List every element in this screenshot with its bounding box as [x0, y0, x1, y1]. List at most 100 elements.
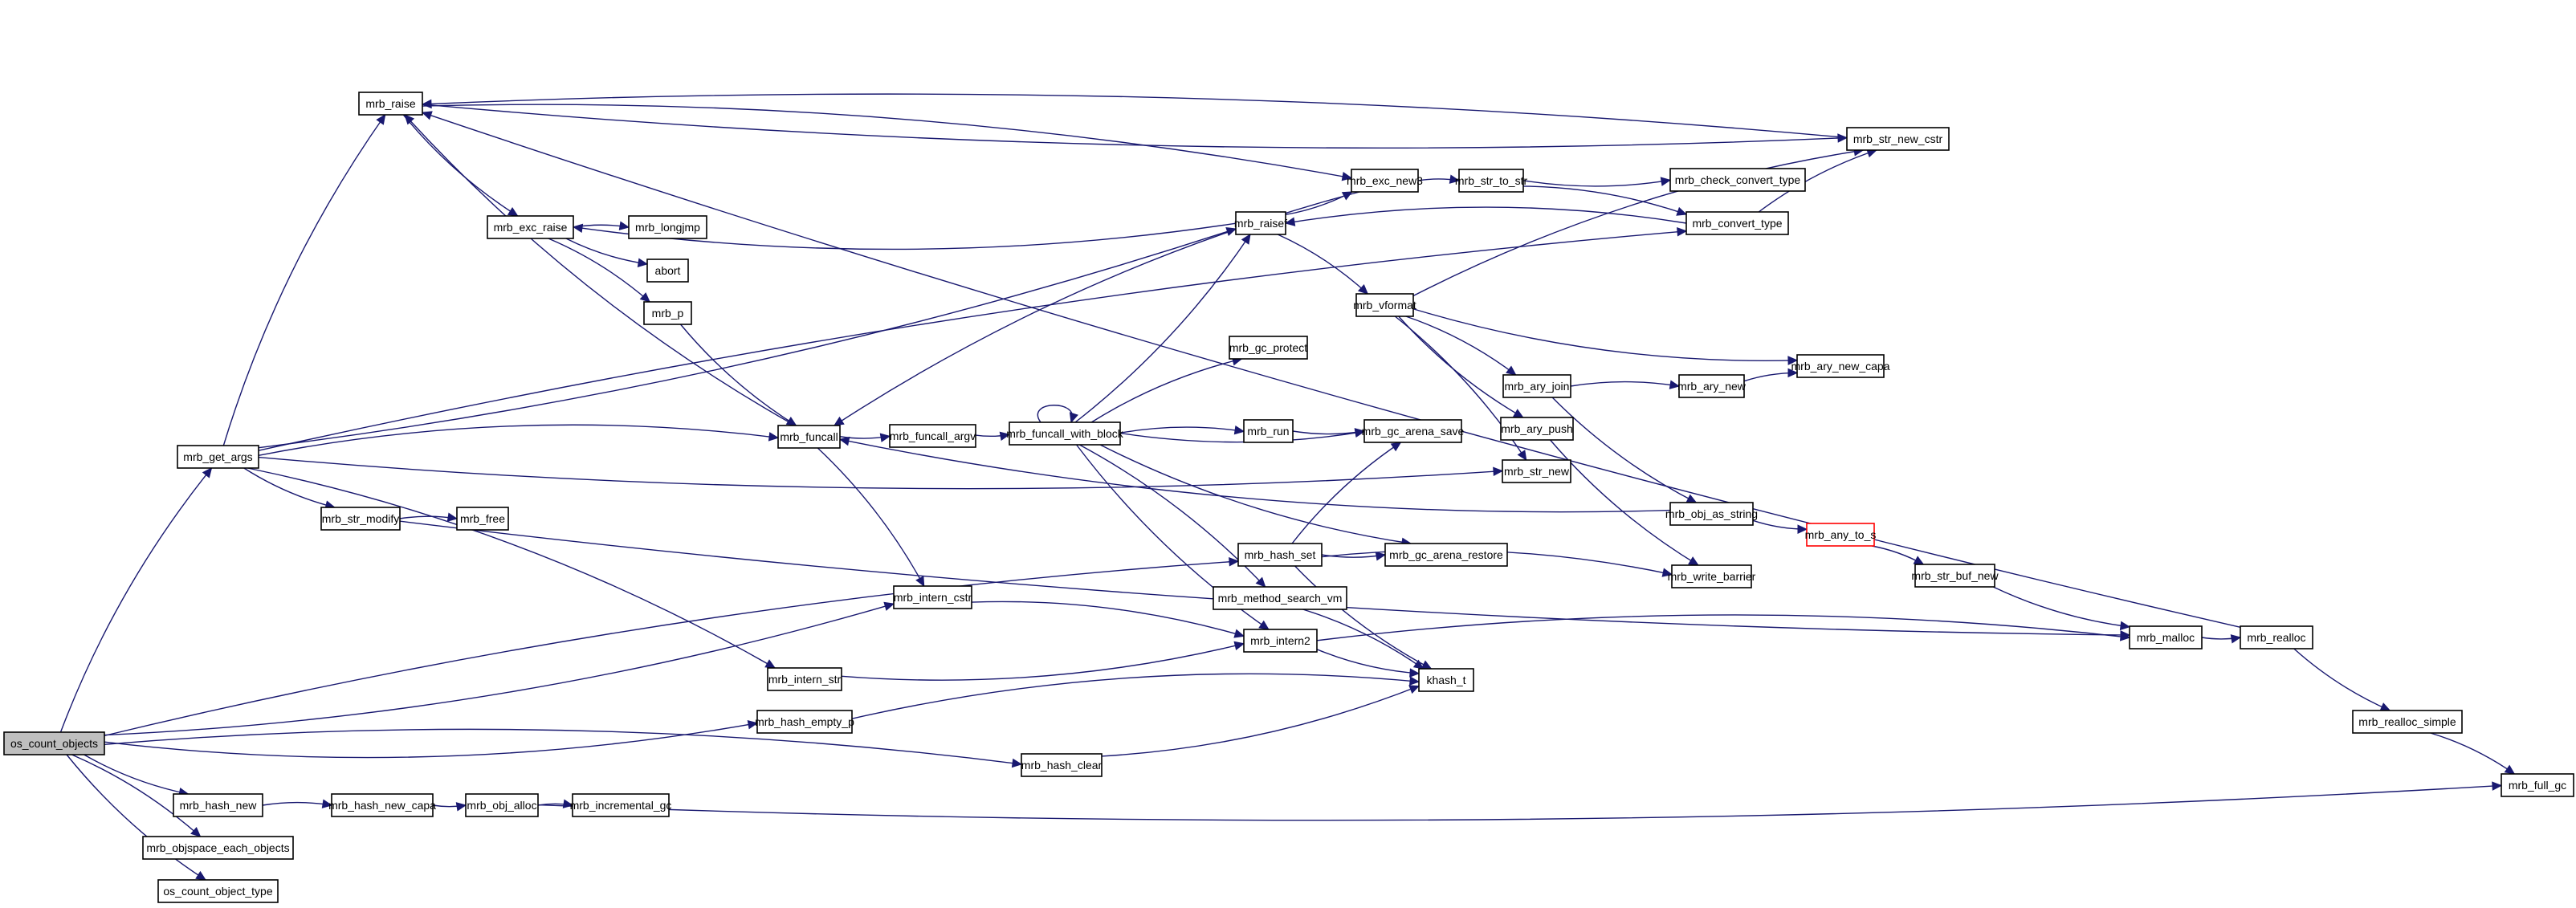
- node-box[interactable]: [1363, 419, 1462, 443]
- node-box[interactable]: [465, 793, 539, 817]
- node-box[interactable]: [1502, 459, 1571, 483]
- node-box[interactable]: [142, 836, 294, 860]
- node-box[interactable]: [1669, 168, 1806, 192]
- node-box[interactable]: [358, 92, 423, 116]
- node-mrb-check-convert-type[interactable]: mrb_check_convert_type: [1669, 168, 1806, 192]
- node-box[interactable]: [1678, 374, 1745, 398]
- node-mrb-gc-arena-save[interactable]: mrb_gc_arena_save: [1362, 419, 1465, 443]
- node-box[interactable]: [1213, 586, 1347, 610]
- node-box[interactable]: [177, 445, 259, 469]
- node-mrb-any-to-s[interactable]: mrb_any_to_s: [1805, 523, 1877, 547]
- node-box[interactable]: [1237, 543, 1323, 567]
- node-box[interactable]: [3, 731, 105, 755]
- node-box[interactable]: [320, 507, 401, 531]
- node-mrb-funcall-argv[interactable]: mrb_funcall_argv: [889, 424, 976, 448]
- node-box[interactable]: [157, 879, 279, 903]
- node-mrb-str-buf-new[interactable]: mrb_str_buf_new: [1911, 564, 1999, 588]
- node-mrb-obj-as-string[interactable]: mrb_obj_as_string: [1665, 502, 1758, 526]
- node-box[interactable]: [2240, 625, 2313, 649]
- node-mrb-raisef[interactable]: mrb_raisef: [1234, 211, 1287, 235]
- node-box[interactable]: [1458, 169, 1524, 193]
- node-mrb-objspace-each-objects[interactable]: mrb_objspace_each_objects: [142, 836, 294, 860]
- node-mrb-method-search-vm[interactable]: mrb_method_search_vm: [1213, 586, 1347, 610]
- node-box[interactable]: [1351, 169, 1419, 193]
- node-mrb-p[interactable]: mrb_p: [643, 301, 692, 325]
- node-mrb-incremental-gc[interactable]: mrb_incremental_gc: [570, 793, 672, 817]
- node-box[interactable]: [1500, 417, 1574, 441]
- node-box[interactable]: [331, 793, 434, 817]
- node-mrb-longjmp[interactable]: mrb_longjmp: [628, 215, 707, 239]
- node-box[interactable]: [1671, 564, 1752, 588]
- node-mrb-hash-new-capa[interactable]: mrb_hash_new_capa: [328, 793, 436, 817]
- node-mrb-realloc-simple[interactable]: mrb_realloc_simple: [2352, 710, 2463, 734]
- node-box[interactable]: [1021, 753, 1103, 777]
- node-mrb-hash-set[interactable]: mrb_hash_set: [1237, 543, 1323, 567]
- node-mrb-intern2[interactable]: mrb_intern2: [1243, 629, 1318, 653]
- node-mrb-hash-new[interactable]: mrb_hash_new: [173, 793, 263, 817]
- node-mrb-exc-new3[interactable]: mrb_exc_new3: [1347, 169, 1423, 193]
- node-mrb-ary-join[interactable]: mrb_ary_join: [1502, 374, 1571, 398]
- node-box[interactable]: [1806, 523, 1875, 547]
- node-box[interactable]: [889, 424, 976, 448]
- node-mrb-vformat[interactable]: mrb_vformat: [1353, 293, 1416, 317]
- node-box[interactable]: [1243, 419, 1294, 443]
- node-box[interactable]: [1914, 564, 1995, 588]
- node-mrb-malloc[interactable]: mrb_malloc: [2129, 625, 2203, 649]
- node-mrb-convert-type[interactable]: mrb_convert_type: [1685, 211, 1789, 235]
- node-mrb-exc-raise[interactable]: mrb_exc_raise: [487, 215, 574, 239]
- node-mrb-ary-push[interactable]: mrb_ary_push: [1500, 417, 1574, 441]
- node-mrb-funcall[interactable]: mrb_funcall: [777, 425, 841, 449]
- node-box[interactable]: [1502, 374, 1571, 398]
- node-box[interactable]: [646, 259, 689, 283]
- node-khash-t[interactable]: khash_t: [1418, 668, 1474, 692]
- node-os-count-objects[interactable]: os_count_objects: [3, 731, 105, 755]
- node-abort[interactable]: abort: [646, 259, 689, 283]
- node-mrb-str-to-str[interactable]: mrb_str_to_str: [1455, 169, 1528, 193]
- node-box[interactable]: [1796, 354, 1885, 378]
- node-box[interactable]: [756, 710, 853, 734]
- node-mrb-realloc[interactable]: mrb_realloc: [2240, 625, 2313, 649]
- node-box[interactable]: [1418, 668, 1474, 692]
- node-mrb-hash-clear[interactable]: mrb_hash_clear: [1021, 753, 1103, 777]
- node-box[interactable]: [1009, 421, 1121, 446]
- node-box[interactable]: [1846, 127, 1950, 151]
- node-box[interactable]: [893, 585, 972, 609]
- node-mrb-ary-new-capa[interactable]: mrb_ary_new_capa: [1791, 354, 1890, 378]
- node-mrb-run[interactable]: mrb_run: [1243, 419, 1294, 443]
- node-mrb-intern-str[interactable]: mrb_intern_str: [767, 667, 842, 691]
- node-box[interactable]: [1384, 543, 1508, 567]
- node-mrb-str-new[interactable]: mrb_str_new: [1502, 459, 1571, 483]
- node-mrb-get-args[interactable]: mrb_get_args: [177, 445, 259, 469]
- node-mrb-obj-alloc[interactable]: mrb_obj_alloc: [465, 793, 539, 817]
- node-mrb-raise[interactable]: mrb_raise: [358, 92, 423, 116]
- node-box[interactable]: [1229, 336, 1308, 360]
- node-mrb-ary-new[interactable]: mrb_ary_new: [1677, 374, 1747, 398]
- node-box[interactable]: [456, 507, 509, 531]
- node-mrb-hash-empty-p[interactable]: mrb_hash_empty_p: [755, 710, 854, 734]
- node-box[interactable]: [572, 793, 670, 817]
- node-mrb-gc-protect[interactable]: mrb_gc_protect: [1229, 336, 1308, 360]
- node-mrb-funcall-with-block[interactable]: mrb_funcall_with_block: [1006, 421, 1124, 446]
- node-mrb-full-gc[interactable]: mrb_full_gc: [2501, 773, 2574, 797]
- node-mrb-write-barrier[interactable]: mrb_write_barrier: [1668, 564, 1756, 588]
- node-box[interactable]: [1685, 211, 1789, 235]
- node-mrb-str-modify[interactable]: mrb_str_modify: [320, 507, 401, 531]
- node-box[interactable]: [1669, 502, 1754, 526]
- node-box[interactable]: [1355, 293, 1414, 317]
- node-mrb-str-new-cstr[interactable]: mrb_str_new_cstr: [1846, 127, 1950, 151]
- node-box[interactable]: [1243, 629, 1318, 653]
- node-box[interactable]: [173, 793, 263, 817]
- node-box[interactable]: [777, 425, 841, 449]
- node-box[interactable]: [643, 301, 692, 325]
- node-box[interactable]: [2129, 625, 2203, 649]
- node-box[interactable]: [767, 667, 842, 691]
- node-box[interactable]: [1235, 211, 1286, 235]
- node-os-count-object-type[interactable]: os_count_object_type: [157, 879, 279, 903]
- node-mrb-intern-cstr[interactable]: mrb_intern_cstr: [893, 585, 972, 609]
- node-mrb-gc-arena-restore[interactable]: mrb_gc_arena_restore: [1384, 543, 1508, 567]
- node-box[interactable]: [2501, 773, 2574, 797]
- node-box[interactable]: [2352, 710, 2463, 734]
- node-box[interactable]: [628, 215, 707, 239]
- node-box[interactable]: [487, 215, 574, 239]
- node-mrb-free[interactable]: mrb_free: [456, 507, 509, 531]
